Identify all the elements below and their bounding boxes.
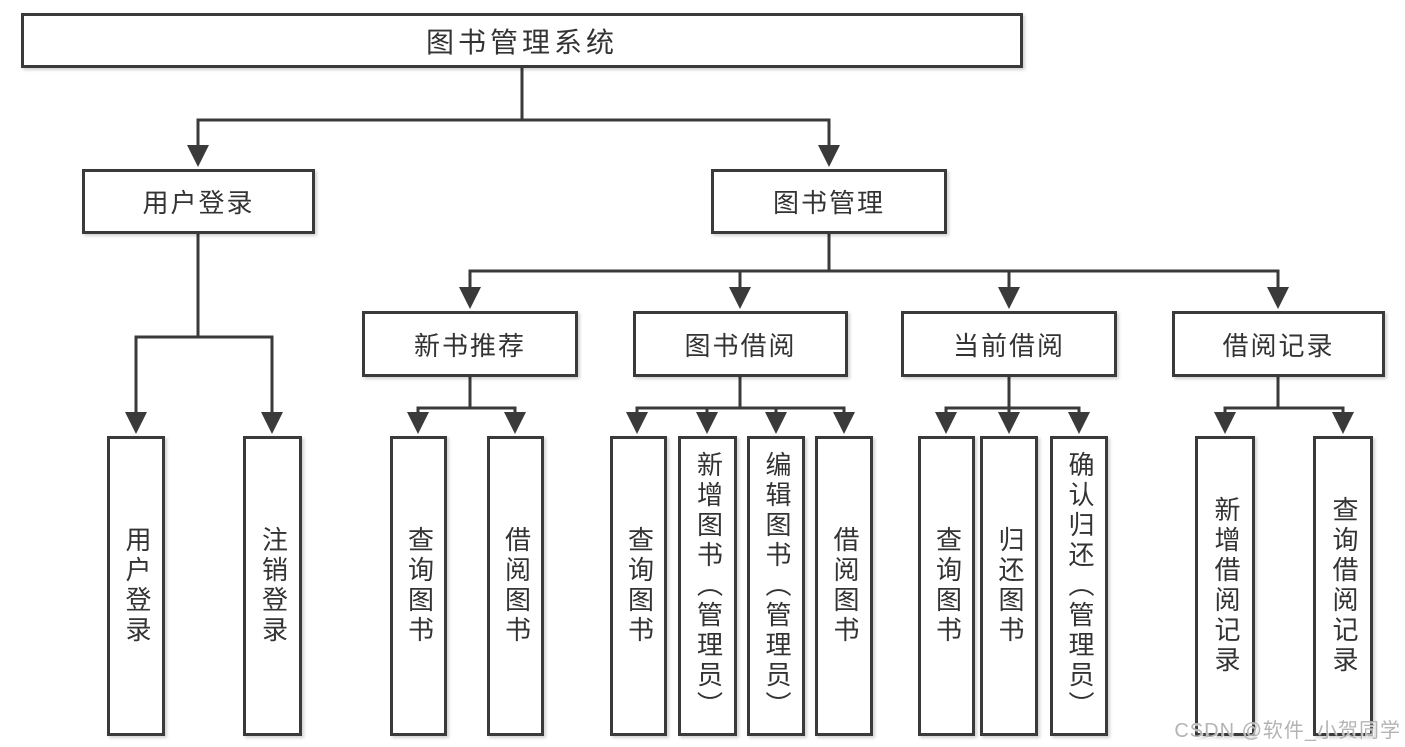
arrowhead-current-borrow	[998, 287, 1020, 309]
csdn-watermark: CSDN @软件_小贺同学	[1174, 720, 1401, 742]
leaf-confirm-return-admin: 确认归还（管理员）	[1050, 436, 1108, 736]
leaf-query-books-current: 查询图书	[918, 436, 975, 736]
leaf-user-login: 用户登录	[107, 436, 165, 736]
arrowhead-book-borrow	[729, 287, 751, 309]
leaf-return-books: 归还图书	[980, 436, 1038, 736]
connector-level3-split	[468, 269, 1280, 290]
leaf-query-books-borrow: 查询图书	[610, 436, 667, 736]
leaf-query-borrow-record: 查询借阅记录	[1313, 436, 1373, 736]
leaf-borrow-books-borrow: 借阅图书	[815, 436, 873, 736]
node-borrowing-records: 借阅记录	[1172, 311, 1385, 377]
arrowhead-leaf-borrow-books-borrow	[833, 412, 855, 434]
arrowhead-leaf-query-books-new	[407, 412, 429, 434]
leaf-add-borrow-record: 新增借阅记录	[1195, 436, 1255, 736]
arrowhead-leaf-logout	[261, 412, 283, 434]
arrowhead-leaf-return-books	[998, 412, 1020, 434]
node-book-borrowing: 图书借阅	[633, 311, 848, 377]
arrowhead-leaf-query-books-current	[935, 412, 957, 434]
node-current-borrowing: 当前借阅	[901, 311, 1117, 377]
arrowhead-leaf-add-record	[1214, 412, 1236, 434]
node-new-book-recommend: 新书推荐	[362, 311, 578, 377]
arrowhead-leaf-query-record	[1332, 412, 1354, 434]
arrowhead-leaf-user-login	[125, 412, 147, 434]
node-system-root: 图书管理系统	[21, 13, 1023, 68]
arrowhead-book-mgmt	[818, 145, 840, 167]
arrowhead-new-books	[459, 287, 481, 309]
connector-borrow-records-split	[1223, 406, 1345, 414]
connector-new-books-split	[416, 406, 517, 414]
arrowhead-leaf-add-book	[696, 412, 718, 434]
leaf-logout: 注销登录	[243, 436, 302, 736]
node-book-management: 图书管理	[711, 169, 947, 234]
leaf-query-books-new: 查询图书	[390, 436, 447, 736]
arrowhead-user-login	[187, 145, 209, 167]
arrowhead-leaf-edit-book	[765, 412, 787, 434]
arrowhead-borrow-records	[1267, 287, 1289, 309]
leaf-borrow-books-new: 借阅图书	[487, 436, 544, 736]
connector-book-borrow-split	[635, 406, 846, 414]
leaf-edit-book-admin: 编辑图书（管理员）	[747, 436, 805, 736]
connector-level2-split	[196, 118, 831, 150]
node-user-login: 用户登录	[82, 169, 315, 234]
leaf-add-book-admin: 新增图书（管理员）	[678, 436, 737, 736]
arrowhead-leaf-query-books-borrow	[626, 412, 648, 434]
connector-current-borrow-split	[944, 406, 1081, 414]
arrowhead-leaf-confirm-return	[1068, 412, 1090, 434]
connector-user-login-split	[134, 335, 274, 414]
arrowhead-leaf-borrow-books-new	[504, 412, 526, 434]
